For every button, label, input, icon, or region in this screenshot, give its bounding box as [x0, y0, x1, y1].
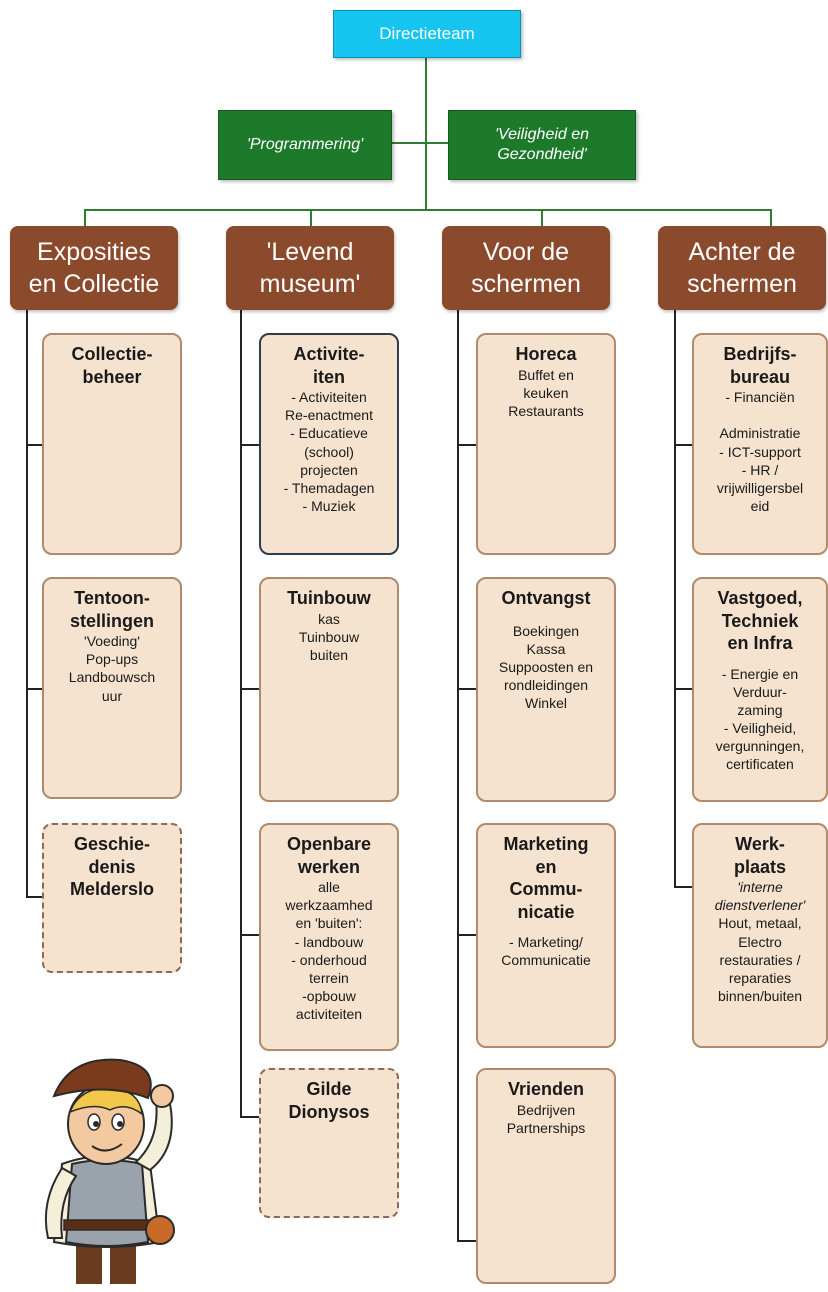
card-body: Boekingen Kassa Suppoosten en rondleidin… [498, 622, 594, 712]
card-horeca: Horeca Buffet en keuken Restaurants [476, 333, 616, 555]
connector-col2 [310, 209, 312, 227]
card-title: Tuinbouw [287, 588, 371, 608]
card-tuinbouw: Tuinbouw kas Tuinbouw buiten [259, 577, 399, 802]
connector-col3 [541, 209, 543, 227]
card-vrienden: Vrienden Bedrijven Partnerships [476, 1068, 616, 1284]
column-header-levend-museum: 'Levend museum' [226, 226, 394, 310]
card-marketing-communicatie: Marketing en Commu- nicatie - Marketing/… [476, 823, 616, 1048]
card-gilde-dionysos: Gilde Dionysos [259, 1068, 399, 1218]
card-title: Bedrijfs- bureau [723, 344, 797, 387]
card-body: - Financiën Administratie - ICT-support … [716, 389, 804, 515]
spine-col2 [240, 310, 242, 1118]
branch [240, 444, 260, 446]
card-geschiedenis-melderslo: Geschie- denis Melderslo [42, 823, 182, 973]
card-body: Buffet en keuken Restaurants [508, 366, 584, 419]
card-title: Ontvangst [501, 588, 591, 608]
programmering-box: 'Programmering' [218, 110, 392, 180]
card-title: Tentoon- stellingen [69, 588, 154, 631]
connector-staff-horizontal [390, 142, 460, 144]
branch [674, 444, 694, 446]
card-body-italic: 'interne dienstverlener' [714, 879, 806, 914]
branch [240, 1116, 260, 1118]
spine-col4 [674, 310, 676, 888]
spine-col3 [457, 310, 459, 1242]
card-body: - Activiteiten Re-enactment - Educatieve… [283, 389, 375, 515]
card-title: Collectie- beheer [71, 344, 153, 387]
column-header-voor-de-schermen: Voor de schermen [442, 226, 610, 310]
card-title: Vastgoed, Techniek en Infra [717, 588, 803, 653]
card-activiteiten: Activite- iten - Activiteiten Re-enactme… [259, 333, 399, 555]
card-title: Vrienden [507, 1079, 585, 1099]
veiligheid-gezondheid-box: 'Veiligheid en Gezondheid' [448, 110, 636, 180]
cartoon-boy-mascot-icon [44, 1058, 175, 1284]
branch [674, 886, 694, 888]
card-vastgoed-techniek-infra: Vastgoed, Techniek en Infra - Energie en… [692, 577, 828, 802]
branch [457, 688, 477, 690]
branch [457, 1240, 477, 1242]
card-werkplaats: Werk- plaats 'interne dienstverlener' Ho… [692, 823, 828, 1048]
card-openbare-werken: Openbare werken alle werkzaamhed en 'bui… [259, 823, 399, 1051]
card-body: Hout, metaal, Electro restauraties / rep… [717, 915, 803, 1005]
branch [457, 934, 477, 936]
card-tentoonstellingen: Tentoon- stellingen 'Voeding' Pop-ups La… [42, 577, 182, 799]
card-body: - Energie en Verduur- zaming - Veilighei… [715, 665, 805, 773]
branch [26, 444, 42, 446]
card-title: Openbare werken [286, 834, 372, 877]
card-bedrijfsbureau: Bedrijfs- bureau - Financiën Administrat… [692, 333, 828, 555]
branch [240, 934, 260, 936]
branch [457, 444, 477, 446]
card-body: kas Tuinbouw buiten [298, 610, 360, 663]
spine-col1 [26, 310, 28, 898]
connector-main-horizontal [84, 209, 772, 211]
card-collectiebeheer: Collectie- beheer [42, 333, 182, 555]
connector-col1 [84, 209, 86, 227]
card-ontvangst: Ontvangst Boekingen Kassa Suppoosten en … [476, 577, 616, 802]
card-title: Geschie- denis Melderslo [69, 834, 155, 899]
column-header-exposities: Exposities en Collectie [10, 226, 178, 310]
branch [26, 688, 42, 690]
card-title: Gilde Dionysos [288, 1079, 370, 1122]
branch [674, 688, 694, 690]
card-title: Werk- plaats [733, 834, 787, 877]
column-header-achter-de-schermen: Achter de schermen [658, 226, 826, 310]
card-body: - Marketing/ Communicatie [501, 934, 591, 969]
branch [240, 688, 260, 690]
card-title: Activite- iten [293, 344, 365, 387]
card-body: alle werkzaamhed en 'buiten': - landbouw… [285, 879, 373, 1023]
directieteam-box: Directieteam [333, 10, 521, 58]
card-body: Bedrijven Partnerships [506, 1101, 586, 1136]
connector-top-vertical [425, 56, 427, 210]
card-title: Marketing en Commu- nicatie [503, 834, 589, 922]
card-title: Horeca [515, 344, 577, 364]
branch [26, 896, 42, 898]
card-body: 'Voeding' Pop-ups Landbouwsch uur [68, 633, 156, 704]
connector-col4 [770, 209, 772, 227]
